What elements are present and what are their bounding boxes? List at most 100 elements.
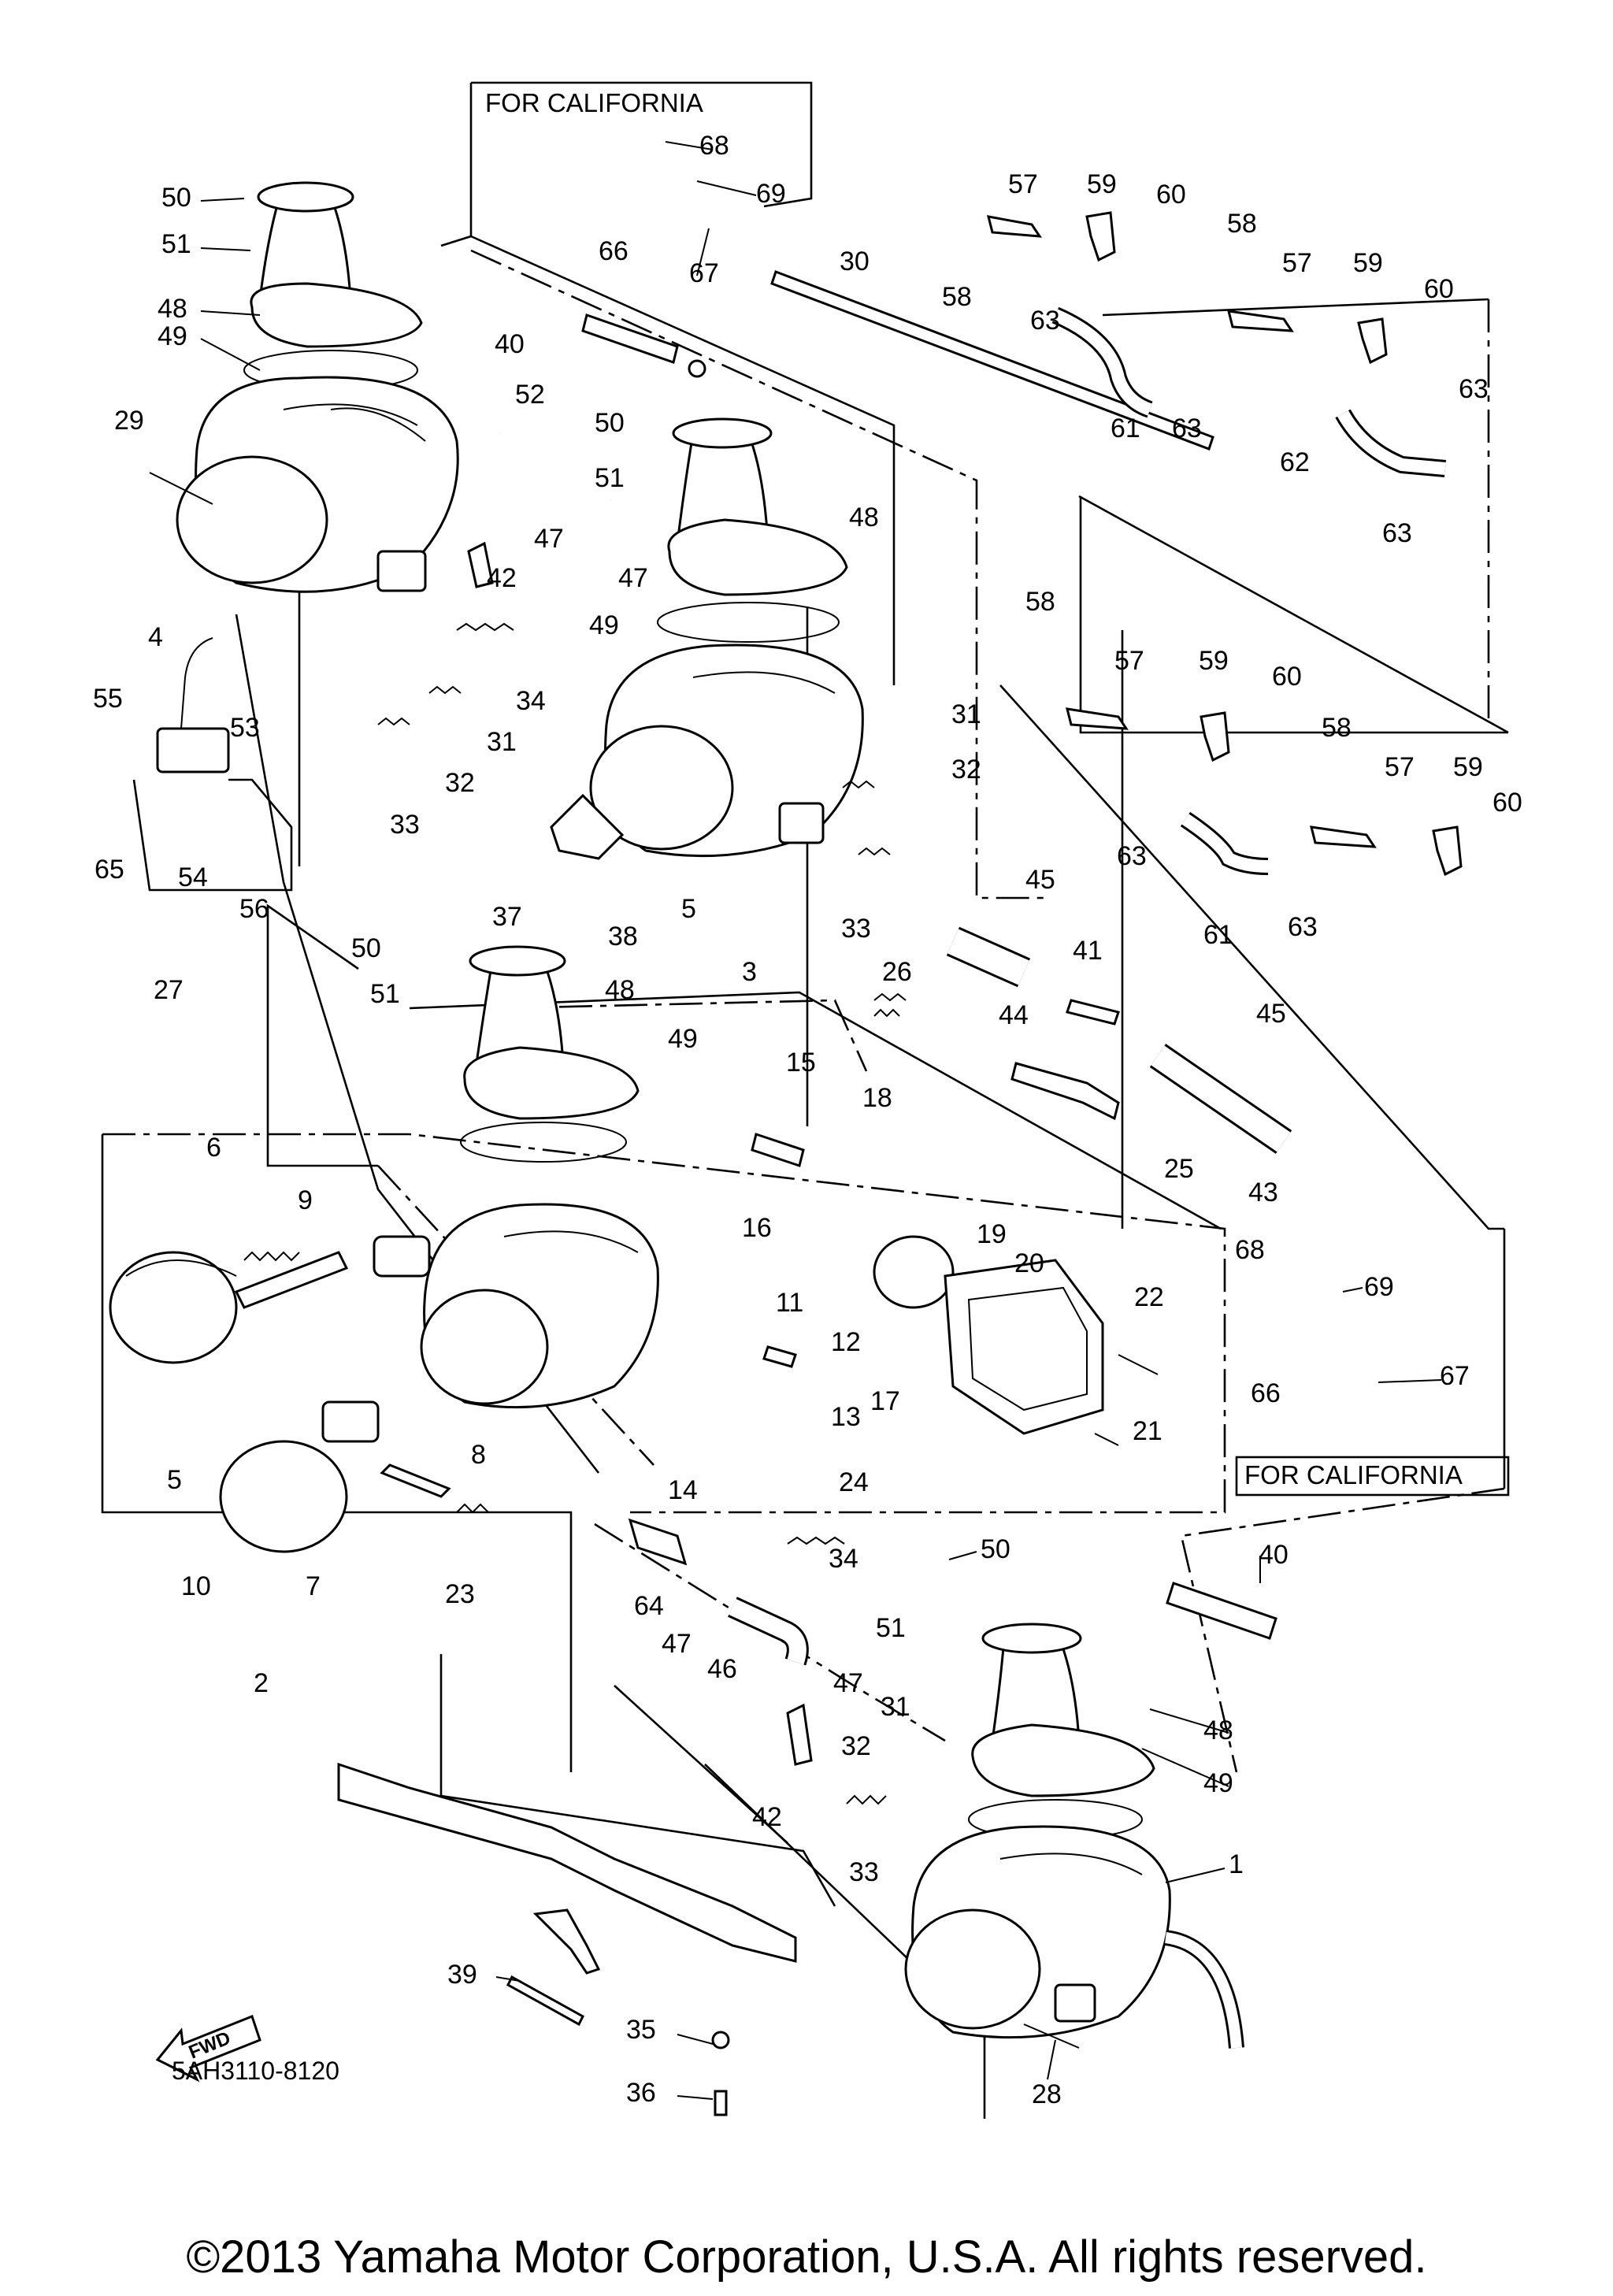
callout-label: 62 — [1280, 447, 1310, 477]
callout-label: 23 — [445, 1579, 475, 1609]
callout-label: 60 — [1424, 274, 1454, 304]
callout-label: 30 — [840, 247, 870, 276]
callout-label: 7 — [306, 1571, 321, 1601]
callout-label: 59 — [1087, 169, 1117, 199]
callout-label: 58 — [1322, 713, 1352, 743]
callout-label: 50 — [595, 408, 625, 438]
callout-label: 39 — [447, 1960, 477, 1990]
callout-label: 29 — [114, 406, 144, 436]
callout-label: 60 — [1272, 662, 1302, 692]
callout-labels: FOR CALIFORNIA FOR CALIFORNIA 5AH3110-81… — [93, 88, 1522, 2283]
copyright-notice: ©2013 Yamaha Motor Corporation, U.S.A. A… — [186, 2231, 1426, 2283]
callout-label: 48 — [849, 503, 879, 532]
callout-label: 46 — [707, 1654, 737, 1684]
callout-label: 31 — [951, 699, 981, 729]
callout-label: 32 — [951, 755, 981, 784]
callout-label: 38 — [608, 922, 638, 951]
callout-label: 65 — [95, 855, 124, 885]
callout-label: 50 — [161, 183, 191, 213]
callout-label: 51 — [161, 229, 191, 259]
callout-label: 63 — [1288, 912, 1318, 942]
carburetor-middle — [109, 945, 1104, 1553]
callout-label: 42 — [487, 563, 517, 593]
callout-label: 64 — [634, 1591, 664, 1621]
leader-lines — [200, 141, 1442, 2100]
link-bracket — [337, 1762, 797, 1975]
callout-label: 66 — [1251, 1378, 1281, 1408]
callout-label: 61 — [1111, 414, 1140, 443]
callout-label: 51 — [595, 463, 625, 493]
callout-label: 68 — [1235, 1235, 1265, 1265]
callout-label: 50 — [981, 1534, 1010, 1564]
callout-label: 40 — [495, 329, 525, 359]
callout-label: 31 — [881, 1692, 910, 1722]
callout-label: 58 — [942, 282, 972, 312]
callout-label: 11 — [776, 1288, 803, 1318]
callout-label: 57 — [1385, 752, 1415, 782]
callout-label: 9 — [298, 1185, 313, 1215]
callout-label: 24 — [839, 1467, 869, 1497]
california-box-right-frame — [1235, 1456, 1510, 1497]
callout-label: 33 — [390, 810, 420, 840]
callout-label: 60 — [1156, 180, 1186, 210]
callout-label: 49 — [668, 1024, 698, 1054]
callout-label: 63 — [1459, 374, 1489, 404]
callout-label: 69 — [756, 179, 786, 209]
callout-label: 58 — [1227, 209, 1257, 239]
callout-label: 5 — [681, 894, 696, 924]
callout-label: 63 — [1117, 841, 1147, 871]
callout-label: 17 — [870, 1386, 900, 1416]
callout-label: 19 — [977, 1219, 1007, 1249]
callout-label: 21 — [1133, 1416, 1162, 1446]
callout-label: 51 — [370, 979, 400, 1009]
callout-label: 13 — [831, 1402, 861, 1432]
callout-label: 42 — [752, 1802, 782, 1832]
callout-label: 49 — [589, 610, 619, 640]
callout-label: 63 — [1382, 518, 1412, 548]
callout-label: 52 — [515, 380, 545, 410]
callout-label: 63 — [1172, 414, 1202, 443]
callout-label: 26 — [882, 957, 912, 987]
carburetor-top-left — [149, 181, 459, 593]
callout-label: 56 — [239, 894, 269, 924]
callout-label: 69 — [1364, 1272, 1394, 1302]
callout-label: 3 — [742, 957, 757, 987]
callout-label: 47 — [662, 1629, 692, 1659]
callout-label: 61 — [1203, 920, 1233, 950]
callout-label: 34 — [516, 686, 546, 716]
callout-label: 8 — [471, 1440, 486, 1470]
callout-label: 45 — [1025, 865, 1055, 895]
callout-label: 53 — [230, 713, 260, 743]
callout-label: 33 — [849, 1857, 879, 1887]
callout-label: 51 — [876, 1613, 906, 1643]
small-parts — [155, 211, 1463, 2116]
callout-label: 5 — [167, 1465, 182, 1495]
callout-label: 57 — [1114, 646, 1144, 676]
carburetor-top-middle — [550, 417, 864, 860]
callout-label: 59 — [1453, 752, 1483, 782]
carburetor-bottom — [904, 1623, 1237, 2039]
callout-label: 41 — [1073, 936, 1103, 966]
callout-label: 36 — [626, 2078, 656, 2108]
callout-label: 44 — [999, 1000, 1029, 1030]
callout-label: 40 — [1259, 1540, 1289, 1570]
callout-label: 49 — [158, 321, 187, 351]
callout-label: 1 — [1229, 1849, 1244, 1879]
callout-label: 35 — [626, 2015, 656, 2045]
callout-label: 59 — [1199, 646, 1229, 676]
callout-label: 14 — [668, 1475, 698, 1505]
callout-label: 27 — [154, 975, 184, 1005]
callout-label: 37 — [492, 902, 522, 932]
callout-label: 16 — [742, 1213, 772, 1243]
callout-label: 67 — [689, 258, 719, 288]
callout-label: 55 — [93, 684, 123, 714]
callout-label: 57 — [1008, 169, 1038, 199]
callout-label: 34 — [829, 1544, 858, 1574]
callout-label: 68 — [699, 131, 729, 161]
california-label-right: FOR CALIFORNIA — [1244, 1460, 1463, 1489]
diagram-code: 5AH3110-8120 — [172, 2057, 339, 2085]
callout-label: 20 — [1014, 1248, 1044, 1278]
callout-label: 59 — [1353, 248, 1383, 278]
callout-label: 47 — [618, 563, 648, 593]
